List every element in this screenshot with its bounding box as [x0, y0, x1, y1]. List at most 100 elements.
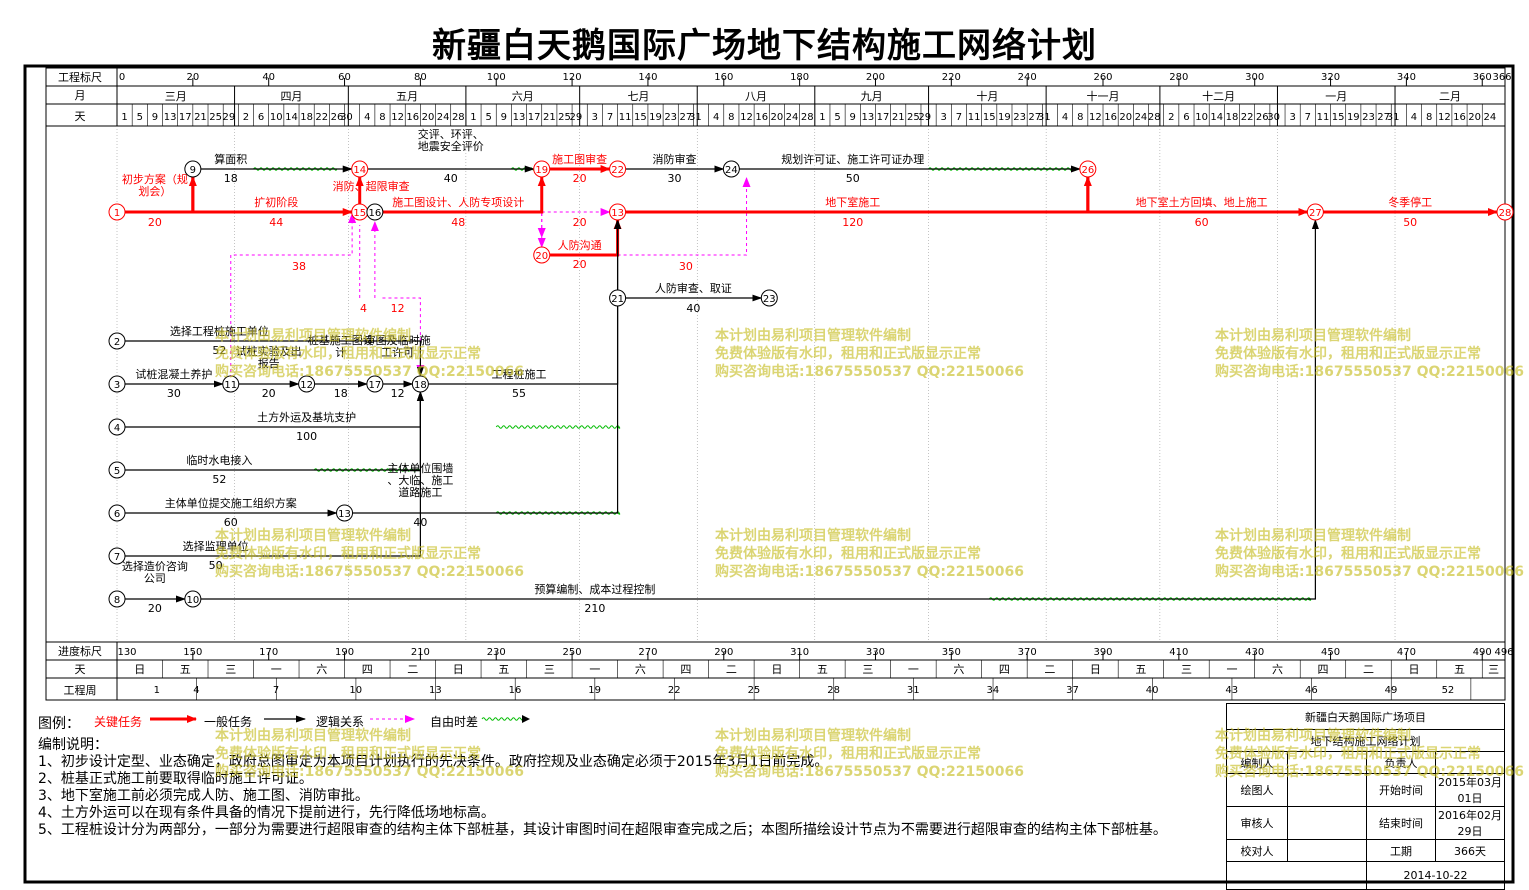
event-node: 13: [336, 504, 354, 522]
legend-graphics: [150, 715, 530, 723]
note-line: 3、地下室施工前必须完成人防、施工图、消防审批。: [38, 788, 369, 804]
logic-label: 20: [573, 216, 587, 229]
activity-name: 施工图设计、人防专项设计: [392, 195, 524, 209]
day-tick-label: 1: [121, 112, 127, 123]
day-tick-label: 19: [998, 112, 1011, 123]
activity-name: 交评、环评、: [418, 127, 484, 141]
month-name: 十二月: [1202, 89, 1235, 103]
weekday-label: 一: [271, 663, 282, 676]
day-tick-label: 12: [391, 112, 404, 123]
node-label: 8: [114, 595, 120, 606]
progress-tick-label: 410: [1169, 647, 1188, 658]
day-tick-label: 12: [1438, 112, 1451, 123]
week-label-value: 19: [588, 685, 601, 696]
activity-duration: 30: [667, 172, 681, 185]
weekday-label: 日: [1408, 663, 1419, 676]
day-tick-label: 8: [728, 112, 734, 123]
day-tick-label: 21: [194, 112, 207, 123]
day-tick-label: 27: [679, 112, 692, 123]
node-circle: [533, 246, 551, 264]
weekday-label: 五: [498, 663, 509, 676]
progress-end: 496: [1494, 647, 1513, 658]
logic-link: [382, 297, 425, 375]
week-label-value: 25: [748, 685, 761, 696]
activity-duration: 40: [686, 302, 700, 315]
node-circle: [108, 461, 126, 479]
day-tick-label: 25: [907, 112, 920, 123]
day-tick-label: 28: [801, 112, 814, 123]
info-start-label: 开始时间: [1366, 773, 1436, 807]
progress-tick-label: 210: [411, 647, 430, 658]
weekday-label: 四: [999, 663, 1010, 676]
legend-critical-label: 关键任务: [94, 715, 143, 729]
activity-name: 临时水电接入: [186, 453, 252, 467]
day-tick-label: 8: [1426, 112, 1432, 123]
event-node: 27: [1306, 203, 1324, 221]
progress-tick-label: 310: [790, 647, 809, 658]
activity-duration: 100: [296, 430, 317, 443]
weekday-label: 三: [1488, 663, 1499, 676]
day-tick-label: 14: [285, 112, 298, 123]
node-label: 24: [725, 165, 738, 176]
info-project: 新疆白天鹅国际广场项目: [1226, 703, 1505, 730]
node-label: 22: [611, 165, 624, 176]
event-node: 4: [108, 418, 126, 436]
event-node: 22: [609, 160, 627, 178]
node-circle: [609, 203, 627, 221]
info-duration-value: 366天: [1435, 839, 1505, 862]
activity-arrow: [125, 340, 424, 377]
month-name: 七月: [627, 90, 649, 103]
eng-tick-label: 140: [638, 72, 657, 83]
weekday-label: 五: [180, 663, 191, 676]
node-circle: [184, 160, 202, 178]
weekday-label: 二: [407, 663, 418, 676]
activity-name: 土方外运及基坑支护: [257, 410, 356, 424]
activity-name: 消防、超限审查: [333, 179, 410, 193]
node-label: 18: [414, 380, 427, 391]
node-circle: [108, 418, 126, 436]
activity-name: 公司: [144, 572, 166, 585]
weekday-label: 五: [817, 663, 828, 676]
event-node: 2: [108, 332, 126, 350]
outer-border: [23, 64, 1515, 884]
month-name: 九月: [861, 90, 883, 103]
activity-name: 主体单位围墙: [387, 461, 453, 475]
activity-name: 初步方案（规: [122, 172, 188, 186]
info-reviewer-value: [1287, 806, 1367, 840]
day-tick-label: 19: [1347, 112, 1360, 123]
activity-duration: 44: [269, 216, 283, 229]
node-circle: [760, 289, 778, 307]
footer-day-label: 天: [75, 663, 86, 676]
node-circle: [184, 590, 202, 608]
activity-labels: 初步方案（规划会）20扩初阶段44算面积18消防、超限审查交评、环评、地震安全评…: [122, 127, 1432, 615]
logic-link: [230, 213, 357, 384]
activity-arrow: [352, 219, 622, 514]
node-circle: [366, 203, 384, 221]
activity-name: 人防审查、取证: [655, 281, 732, 295]
week-label-value: 40: [1146, 685, 1159, 696]
node-circle: [411, 375, 429, 393]
day-tick-label: 24: [1483, 112, 1496, 123]
eng-tick-label: 20: [186, 72, 199, 83]
day-tick-label: 3: [592, 112, 598, 123]
info-date: 2014-10-22: [1366, 861, 1505, 890]
activity-name: 施工图审查: [552, 152, 607, 166]
activity-name: 地下室施工: [825, 195, 880, 209]
week-label-value: 46: [1305, 685, 1318, 696]
weekday-label: 三: [862, 663, 873, 676]
legend-float-arrowhead: [522, 715, 530, 723]
event-node: 17: [366, 375, 384, 393]
node-label: 28: [1499, 208, 1512, 219]
eng-tick-label: 360: [1473, 72, 1492, 83]
node-label: 11: [224, 380, 237, 391]
info-compiler-value: [1287, 751, 1367, 774]
day-tick-label: 22: [315, 112, 328, 123]
day-tick-label: 2: [1168, 112, 1174, 123]
day-tick-label: 6: [1183, 112, 1189, 123]
activity-name: 规划许可证、施工许可证办理: [781, 152, 924, 166]
eng-tick-label: 60: [338, 72, 351, 83]
month-name: 四月: [280, 90, 302, 103]
info-drawer: 绘图人: [1226, 773, 1288, 807]
